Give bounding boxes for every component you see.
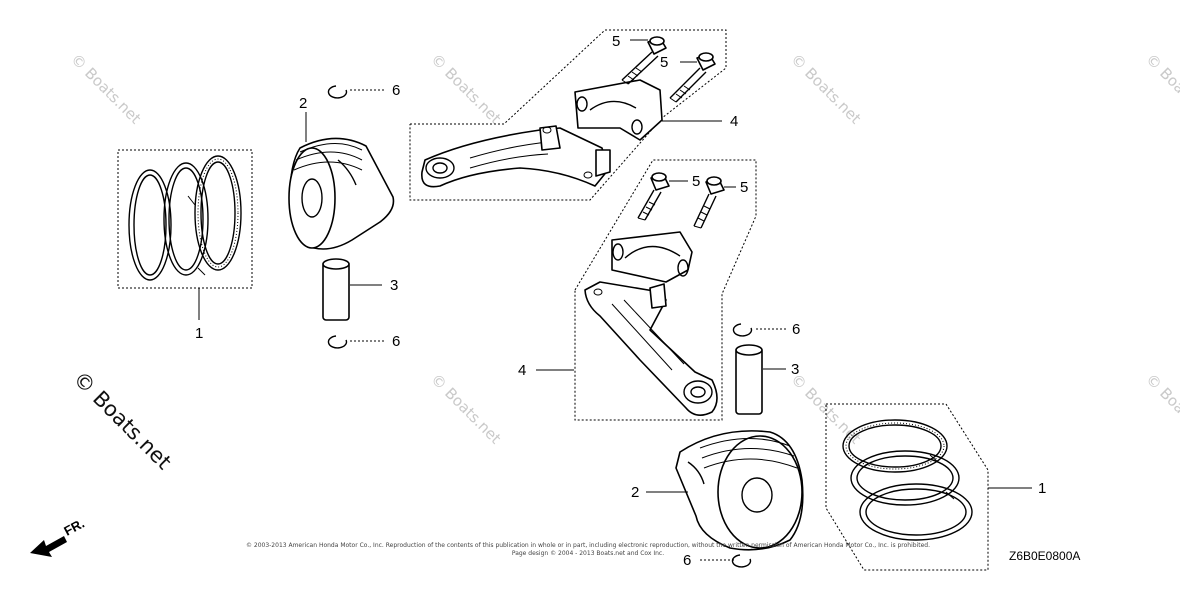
- bolt-mid-b[interactable]: 5: [693, 176, 748, 229]
- watermark-6: © Boats.net: [787, 370, 865, 448]
- watermark-main: © Boats.net: [68, 367, 176, 475]
- copyright-line-2: Page design © 2004 - 2013 Boats.net and …: [512, 550, 664, 557]
- connecting-rod-top[interactable]: 4: [409, 29, 738, 201]
- connecting-rod-mid[interactable]: 4: [518, 159, 757, 421]
- copyright-line-1: © 2003-2013 American Honda Motor Co., In…: [246, 542, 930, 549]
- callout-6-left-bottom: 6: [392, 333, 400, 350]
- pin-right[interactable]: 3: [735, 344, 799, 415]
- callout-5-mid-b: 5: [740, 179, 748, 196]
- callout-5-mid-a: 5: [692, 173, 700, 190]
- watermark-7: © Boats.net: [1142, 370, 1180, 448]
- callout-6-right-bottom: 6: [683, 552, 691, 569]
- callout-6-left-top: 6: [392, 82, 400, 99]
- front-indicator: FR.: [30, 516, 87, 557]
- clip-right-bottom[interactable]: 6: [683, 552, 752, 569]
- watermark-2: © Boats.net: [427, 50, 505, 128]
- callout-3-right: 3: [791, 361, 799, 378]
- callout-1-left: 1: [195, 325, 203, 342]
- callout-5-top-a: 5: [612, 33, 620, 50]
- piston-rings-left[interactable]: 1: [117, 149, 253, 342]
- watermark-1: © Boats.net: [67, 50, 145, 128]
- callout-2-right: 2: [631, 484, 639, 501]
- clip-left-top[interactable]: 6: [327, 82, 400, 99]
- bolt-top-b[interactable]: 5: [660, 52, 716, 103]
- piston-rings-right[interactable]: 1: [825, 403, 1046, 571]
- pin-left[interactable]: 3: [322, 258, 398, 321]
- front-arrow-icon: [30, 536, 67, 557]
- clip-left-bottom[interactable]: 6: [327, 333, 400, 350]
- watermark-4: © Boats.net: [1142, 50, 1180, 128]
- piston-left[interactable]: 2: [288, 95, 395, 250]
- callout-5-top-b: 5: [660, 54, 668, 71]
- bolt-mid-a[interactable]: 5: [637, 172, 700, 221]
- watermark-5: © Boats.net: [427, 370, 505, 448]
- front-label: FR.: [61, 516, 87, 539]
- callout-6-right-top: 6: [792, 321, 800, 338]
- callout-4-mid: 4: [518, 362, 526, 379]
- callout-2-left: 2: [299, 95, 307, 112]
- callout-1-right: 1: [1038, 480, 1046, 497]
- diagram-code: Z6B0E0800A: [1009, 549, 1080, 563]
- clip-right-top[interactable]: 6: [732, 321, 800, 338]
- bolt-top-a[interactable]: 5: [612, 33, 667, 85]
- callout-4-top: 4: [730, 113, 738, 130]
- callout-3-left: 3: [390, 277, 398, 294]
- piston-right[interactable]: 2: [631, 430, 804, 551]
- watermark-3: © Boats.net: [787, 50, 865, 128]
